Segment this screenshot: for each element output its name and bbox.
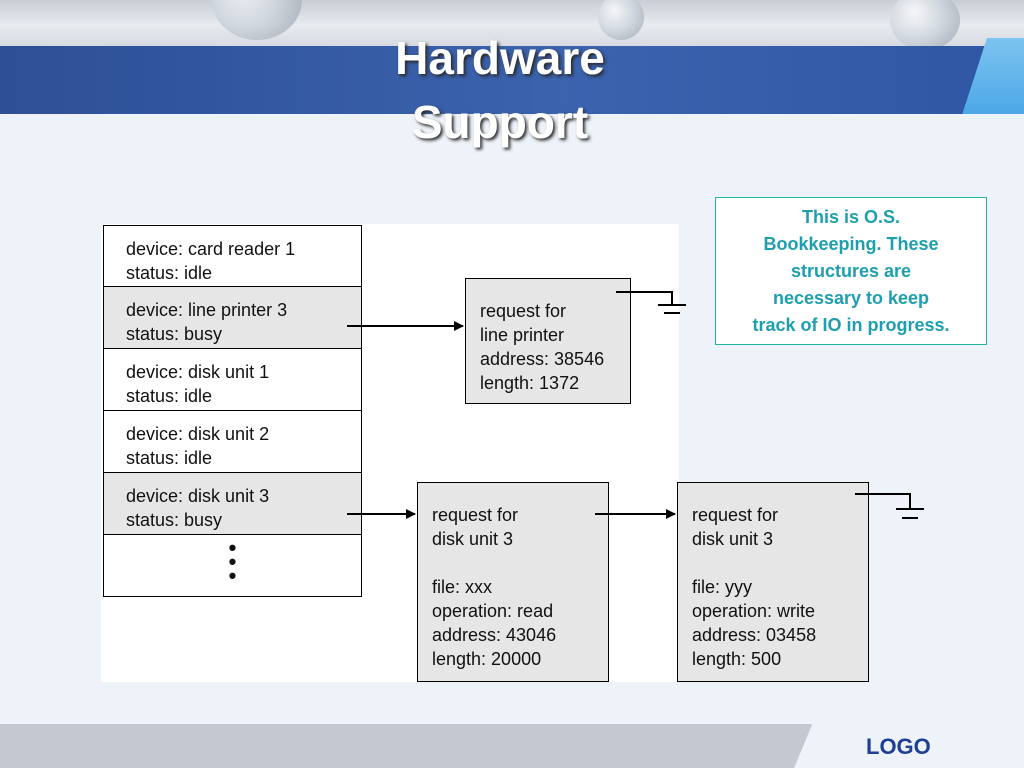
device-name: device: disk unit 3 [126, 486, 270, 506]
device-status: status: idle [126, 386, 213, 406]
device-entry-disk-unit-1: device: disk unit 1 status: idle [103, 349, 362, 411]
bubble-decoration [890, 0, 960, 46]
device-status: status: busy [126, 510, 223, 530]
request-box-disk-write: request for disk unit 3 file: yyy operat… [677, 482, 869, 682]
null-pointer-icon [616, 291, 686, 314]
slide-title-line2: Support [411, 96, 589, 148]
header-decoration [0, 0, 1024, 46]
request-box-disk-read: request for disk unit 3 file: xxx operat… [417, 482, 609, 682]
ellipsis-dots: • • • [228, 535, 237, 588]
device-name: device: disk unit 2 [126, 424, 270, 444]
request-line: length: 500 [692, 649, 782, 669]
device-entry-disk-unit-2: device: disk unit 2 status: idle [103, 411, 362, 473]
footer-accent [794, 724, 1024, 768]
note-line: necessary to keep [772, 288, 930, 308]
device-name: device: line printer 3 [126, 300, 288, 320]
note-line: Bookkeeping. These [763, 234, 939, 254]
request-line: disk unit 3 [692, 529, 774, 549]
request-line: length: 1372 [480, 373, 580, 393]
request-line: request for [432, 505, 519, 525]
bookkeeping-note: This is O.S. Bookkeeping. These structur… [715, 197, 987, 345]
logo: LOGO [866, 734, 931, 759]
bubble-decoration [598, 0, 644, 40]
request-line: request for [692, 505, 779, 525]
null-pointer-icon [855, 493, 924, 519]
request-line: address: 03458 [692, 625, 817, 645]
device-name: device: disk unit 1 [126, 362, 270, 382]
request-line: file: yyy [692, 577, 753, 597]
note-line: track of IO in progress. [752, 315, 950, 335]
request-line: length: 20000 [432, 649, 542, 669]
device-status-table: device: card reader 1 status: idle devic… [103, 225, 362, 597]
device-entry-ellipsis: • • • [103, 535, 362, 597]
request-line: operation: write [692, 601, 816, 621]
request-line: operation: read [432, 601, 554, 621]
note-line: This is O.S. [801, 207, 901, 227]
request-box-line-printer: request for line printer address: 38546 … [465, 278, 631, 404]
device-status: status: idle [126, 448, 213, 468]
device-name: device: card reader 1 [126, 239, 296, 259]
request-line: address: 38546 [480, 349, 605, 369]
device-entry-disk-unit-3: device: disk unit 3 status: busy [103, 473, 362, 535]
request-line: disk unit 3 [432, 529, 514, 549]
request-line: line printer [480, 325, 565, 345]
header-band [0, 46, 1024, 114]
request-line: request for [480, 301, 567, 321]
slide-title-line1: Hardware [395, 32, 605, 84]
device-status: status: busy [126, 324, 223, 344]
device-entry-line-printer: device: line printer 3 status: busy [103, 287, 362, 349]
request-line: address: 43046 [432, 625, 557, 645]
device-status: status: idle [126, 263, 213, 283]
note-line: structures are [790, 261, 912, 281]
device-entry-card-reader: device: card reader 1 status: idle [103, 225, 362, 287]
request-line: file: xxx [432, 577, 493, 597]
